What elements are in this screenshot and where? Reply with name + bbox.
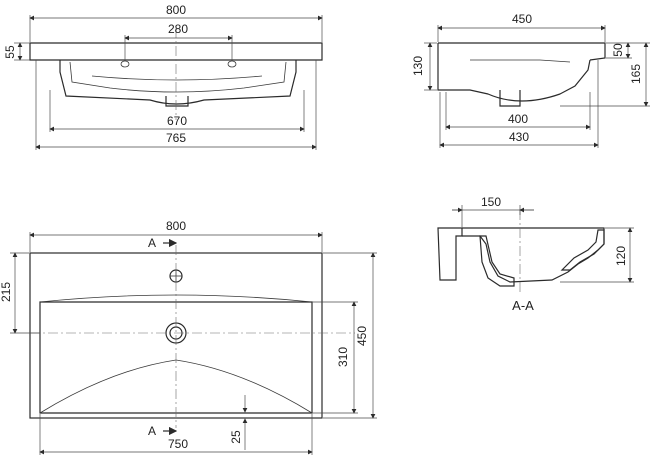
section-label: A-A	[512, 298, 534, 313]
side-dim-130: 130	[411, 56, 425, 76]
section-dim-120: 120	[614, 246, 628, 266]
section-view: 150 120 A-A	[437, 195, 634, 313]
top-view: A A 800 215 310 450 750 25	[0, 219, 377, 455]
side-dim-400: 400	[508, 112, 528, 126]
top-dim-800: 800	[166, 219, 186, 233]
front-dim-280: 280	[168, 22, 188, 36]
side-dim-450: 450	[512, 12, 532, 26]
top-dim-310: 310	[336, 347, 350, 367]
side-view: 450 130 50 165 400 430	[411, 12, 650, 148]
section-dim-150: 150	[481, 195, 501, 209]
side-dim-50: 50	[611, 43, 625, 57]
top-dim-25: 25	[229, 430, 243, 444]
front-view: 800 280 55 670 765	[3, 3, 323, 150]
top-dim-215: 215	[0, 282, 13, 302]
top-dim-750: 750	[168, 437, 188, 451]
front-dim-800: 800	[166, 3, 186, 17]
front-dim-55: 55	[3, 45, 17, 59]
side-dim-165: 165	[629, 64, 643, 84]
section-marker-bottom: A	[148, 424, 156, 438]
front-dim-765: 765	[166, 131, 186, 145]
section-marker-top: A	[148, 236, 156, 250]
side-dim-430: 430	[509, 130, 529, 144]
top-dim-450: 450	[355, 326, 369, 346]
front-dim-670: 670	[167, 114, 187, 128]
